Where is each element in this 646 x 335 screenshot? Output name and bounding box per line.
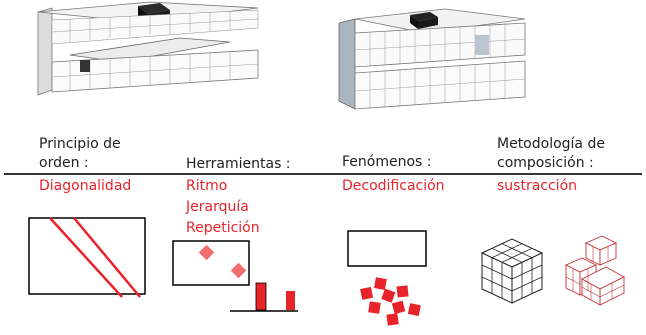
- value-repeticion: Repetición: [186, 220, 260, 236]
- diamond-2: [230, 262, 247, 279]
- square-5: [368, 301, 381, 314]
- header-principio-line1: Principio de: [39, 136, 121, 152]
- cube-subtracted-red: [564, 235, 625, 306]
- value-jerarquia: Jerarquía: [186, 199, 249, 215]
- decoding-frame: [347, 230, 427, 267]
- header-herramientas: Herramientas :: [186, 155, 291, 174]
- header-metodologia-line1: Metodología de: [497, 136, 605, 152]
- square-1: [374, 277, 387, 290]
- diagonal-line-1: [49, 217, 123, 298]
- diagonal-frame: [28, 217, 146, 295]
- value-decodificacion: Decodificación: [342, 178, 445, 194]
- cube-grid-black: [480, 238, 544, 304]
- building-model-right: [338, 8, 526, 110]
- bar-tall: [255, 282, 267, 311]
- rhythm-diagram: [172, 240, 298, 312]
- diamond-1: [198, 244, 215, 261]
- header-principio-line2: orden :: [39, 155, 89, 171]
- header-fenomenos-line1: Fenómenos :: [342, 154, 432, 170]
- roof-block: [138, 3, 170, 14]
- header-metodologia-line2: composición :: [497, 155, 594, 171]
- bar-short: [286, 291, 295, 310]
- diagonal-diagram: [28, 217, 146, 298]
- header-herramientas-line1: Herramientas :: [186, 156, 291, 172]
- decoding-diagram: [347, 230, 427, 326]
- herramientas-list: Ritmo Jerarquía Repetición: [186, 176, 260, 239]
- value-diagonalidad: Diagonalidad: [39, 178, 132, 194]
- square-2: [360, 286, 374, 300]
- square-6: [391, 300, 406, 315]
- square-4: [396, 285, 409, 298]
- header-metodologia: Metodología de composición :: [497, 135, 605, 173]
- header-principio: Principio de orden :: [39, 135, 121, 173]
- building-model-left: [37, 1, 259, 96]
- rhythm-frame: [172, 240, 250, 286]
- value-ritmo: Ritmo: [186, 178, 228, 194]
- square-7: [407, 303, 421, 317]
- header-divider: [4, 173, 642, 175]
- square-3: [381, 288, 396, 303]
- header-fenomenos: Fenómenos :: [342, 153, 432, 172]
- value-sustraccion: sustracción: [497, 178, 578, 194]
- diagonal-line-2: [73, 217, 141, 298]
- scattered-squares: [360, 277, 421, 326]
- square-8: [386, 313, 399, 326]
